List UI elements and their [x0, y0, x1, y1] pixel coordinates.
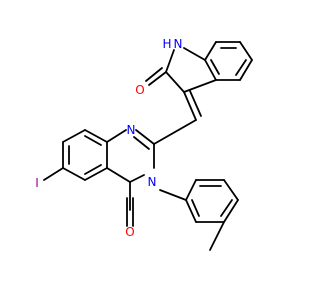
- bond: [239, 59, 253, 81]
- bond: [84, 129, 108, 143]
- bond: [183, 47, 206, 61]
- atom-label-nitrogen-n3: N: [148, 175, 157, 189]
- bond: [204, 59, 217, 81]
- atom-label-iodine: I: [35, 176, 39, 190]
- bond: [209, 221, 225, 251]
- bond: [133, 136, 150, 150]
- bond: [183, 79, 217, 93]
- bond: [106, 167, 131, 183]
- bond: [223, 179, 239, 201]
- bond: [153, 119, 197, 145]
- bond: [220, 199, 233, 217]
- canvas-background: [0, 0, 300, 300]
- atom-labels: N H O N N I O: [35, 37, 182, 239]
- bond: [185, 179, 197, 201]
- bond: [223, 199, 239, 223]
- bond: [204, 41, 217, 61]
- atom-label-nitrogen-n1: N: [127, 123, 136, 137]
- bond: [84, 164, 102, 175]
- bond: [148, 71, 167, 86]
- molecule-structure: N H O N N I O: [0, 0, 300, 300]
- bond: [239, 41, 253, 61]
- bond: [189, 90, 202, 117]
- bond: [129, 174, 145, 183]
- bond: [84, 135, 102, 146]
- bond: [62, 129, 86, 143]
- bond: [62, 167, 86, 181]
- atom-label-oxygen-indolinone: O: [135, 83, 144, 97]
- bond: [84, 167, 108, 181]
- bond: [106, 129, 127, 143]
- bond: [135, 129, 155, 145]
- bond: [159, 189, 187, 201]
- bond: [145, 67, 163, 82]
- bond: [183, 91, 197, 121]
- bonds: [43, 41, 253, 251]
- atom-label-nh: N: [174, 37, 183, 51]
- bond: [185, 199, 197, 223]
- bond: [165, 49, 175, 73]
- bond: [43, 167, 64, 181]
- bond: [191, 199, 200, 217]
- atom-label-h: H: [162, 37, 171, 51]
- bond: [165, 71, 185, 93]
- atom-label-oxygen-quinazolinone: O: [125, 225, 134, 239]
- bond: [235, 59, 247, 76]
- bond: [210, 59, 220, 75]
